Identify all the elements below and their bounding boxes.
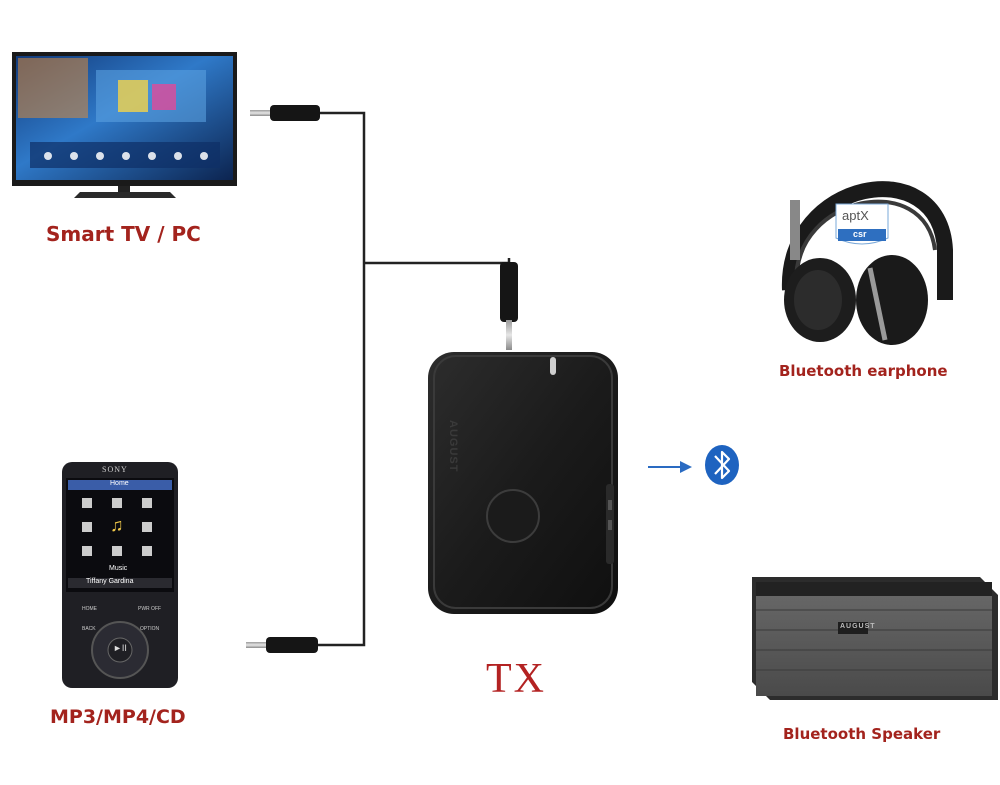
- mp3-audio-jack: [246, 637, 318, 653]
- aptx-badge: [835, 203, 889, 245]
- aptx-badge-bottom-text: csr: [853, 229, 867, 239]
- bluetooth-speaker-label: Bluetooth Speaker: [783, 725, 941, 743]
- tx-brand-text: AUGUST: [447, 420, 459, 473]
- speaker-brand-text: AUGUST: [840, 623, 876, 630]
- bluetooth-earphone-label: Bluetooth earphone: [779, 362, 948, 380]
- mp3-home-button-label: HOME: [82, 606, 97, 612]
- signal-arrow: [648, 461, 692, 473]
- mp3-option-button-label: OPTION: [140, 626, 160, 632]
- music-note-icon: ♫: [110, 515, 124, 535]
- play-pause-icon: ►II: [113, 643, 127, 653]
- mp3-back-button-label: BACK: [82, 626, 96, 632]
- tx-label: TX: [486, 656, 546, 702]
- mp3-screen-title: Home: [110, 480, 129, 487]
- mp3-menu-item: Music: [109, 565, 128, 572]
- tx-audio-jack: [500, 262, 518, 350]
- mp3-player-label: MP3/MP4/CD: [50, 706, 186, 728]
- tv-audio-jack: [250, 105, 320, 121]
- bluetooth-icon: [705, 445, 739, 485]
- aptx-badge-top-text: aptX: [842, 208, 869, 223]
- transmitter-device: [428, 352, 618, 614]
- mp3-now-playing: Tiffany Gardina: [86, 578, 134, 585]
- mp3-player-image: [62, 462, 178, 688]
- mp3-pwr-button-label: PWR OFF: [138, 606, 162, 612]
- bluetooth-speaker-image: [752, 577, 998, 700]
- smart-tv-label: Smart TV / PC: [46, 222, 201, 246]
- mp3-brand-text: SONY: [102, 465, 128, 474]
- smart-tv-image: [12, 52, 237, 198]
- headphones-image: [781, 181, 953, 345]
